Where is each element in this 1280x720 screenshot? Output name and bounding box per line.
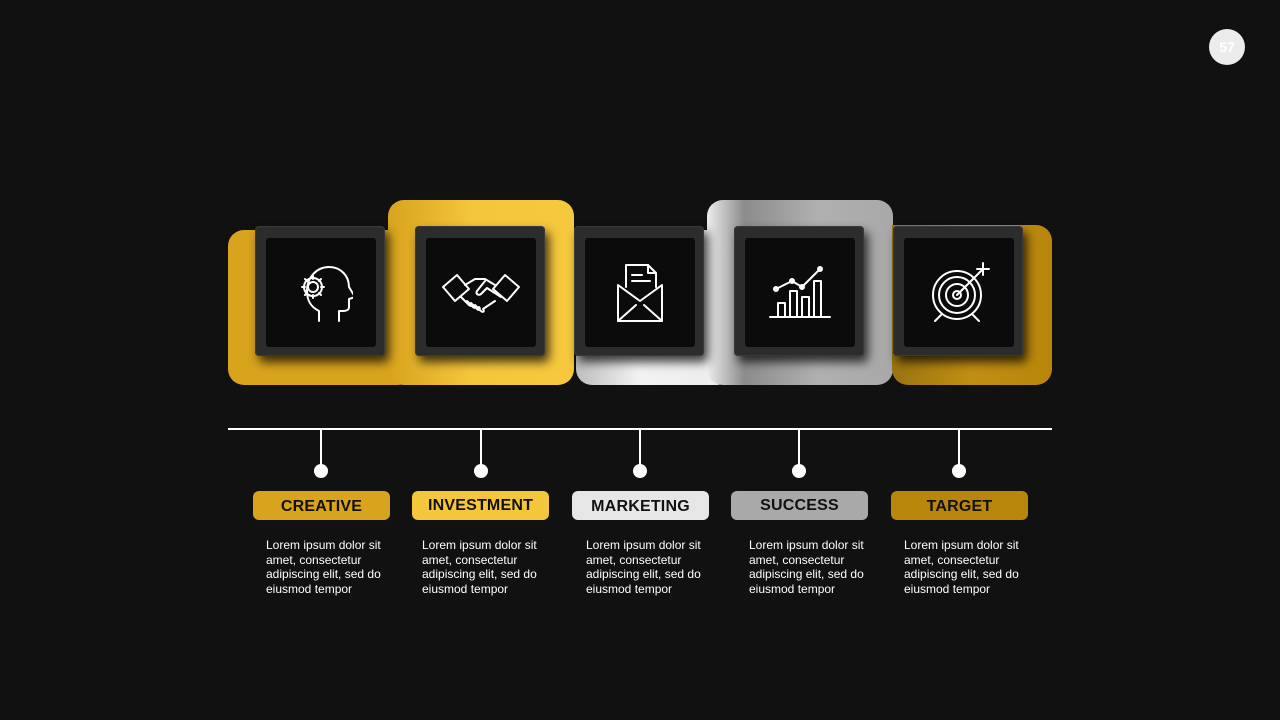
timeline-dot bbox=[952, 464, 966, 478]
envelope-document-icon bbox=[617, 263, 663, 322]
step-description-investment: Lorem ipsum dolor sit amet, consectetur … bbox=[422, 538, 537, 596]
timeline-stem bbox=[320, 429, 322, 465]
step-label-marketing: MARKETING bbox=[572, 491, 709, 520]
tile-creative bbox=[255, 226, 385, 356]
target-icon bbox=[932, 261, 990, 322]
timeline-dot bbox=[633, 464, 647, 478]
tile-success bbox=[734, 226, 864, 356]
tile-investment bbox=[415, 226, 545, 356]
step-description-success: Lorem ipsum dolor sit amet, consectetur … bbox=[749, 538, 864, 596]
handshake-icon bbox=[442, 273, 520, 313]
step-label-investment: INVESTMENT bbox=[412, 491, 549, 520]
step-label-target: TARGET bbox=[891, 491, 1028, 520]
gear-head-icon bbox=[301, 265, 353, 322]
tile-marketing bbox=[574, 226, 704, 356]
tile-target bbox=[893, 226, 1023, 356]
step-label-success: SUCCESS bbox=[731, 491, 868, 520]
step-description-creative: Lorem ipsum dolor sit amet, consectetur … bbox=[266, 538, 381, 596]
page-number-badge: 57 bbox=[1209, 29, 1245, 65]
step-description-marketing: Lorem ipsum dolor sit amet, consectetur … bbox=[586, 538, 701, 596]
growth-chart-icon bbox=[769, 265, 831, 318]
timeline-stem bbox=[798, 429, 800, 465]
timeline-stem bbox=[480, 429, 482, 465]
timeline-dot bbox=[474, 464, 488, 478]
timeline-stem bbox=[639, 429, 641, 465]
timeline-stem bbox=[958, 429, 960, 465]
step-description-target: Lorem ipsum dolor sit amet, consectetur … bbox=[904, 538, 1019, 596]
timeline-dot bbox=[792, 464, 806, 478]
timeline-dot bbox=[314, 464, 328, 478]
step-label-creative: CREATIVE bbox=[253, 491, 390, 520]
